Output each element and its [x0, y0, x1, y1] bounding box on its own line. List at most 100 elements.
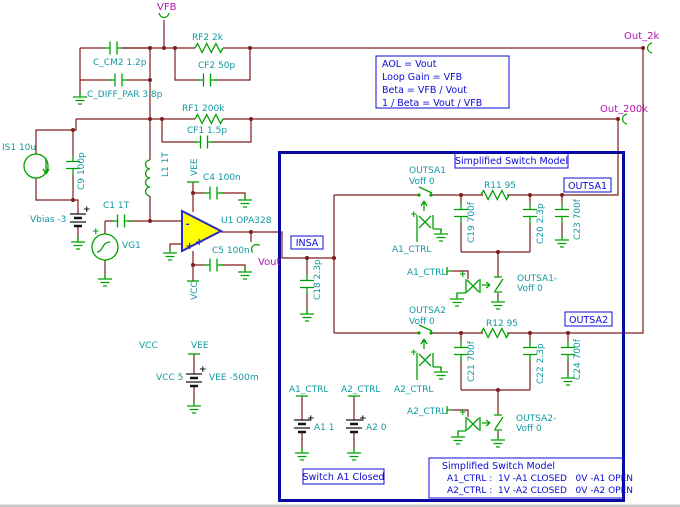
outsa2-jumper[interactable]: OUTSA2 [564, 311, 613, 327]
insa-label: INSA [296, 238, 319, 249]
rf2-label: RF2 2k [192, 33, 224, 43]
vfb-pin[interactable] [158, 12, 170, 19]
loop-box-line3: Beta = VFB / Vout [382, 85, 467, 96]
r12-resistor[interactable] [480, 327, 510, 339]
rf2-resistor[interactable] [194, 42, 224, 54]
cf2-capacitor[interactable] [196, 72, 218, 88]
outsa1-jumper[interactable]: OUTSA1 [563, 177, 612, 193]
switch-a1-closed-label: Switch A1 Closed [303, 472, 385, 483]
vcc-vee-battery[interactable] [184, 372, 204, 388]
wires-feedback-network[interactable] [76, 47, 644, 334]
r12-label: R12 95 [486, 319, 518, 329]
ground-a2[interactable] [346, 447, 362, 461]
c23-capacitor[interactable] [554, 202, 570, 224]
switch-model-outline-box[interactable] [278, 151, 625, 502]
rf1-resistor[interactable] [194, 113, 224, 125]
outsa1n-voff-label: Voff 0 [517, 284, 543, 294]
out-200k-pin[interactable] [621, 113, 628, 125]
switch-model-info-box[interactable]: Simplified Switch Model A1_CTRL : 1V -A1… [428, 457, 633, 499]
switch-outsa2-minus[interactable]: + [446, 406, 504, 435]
switch-outsa2[interactable]: + [410, 324, 442, 380]
rf1-label: RF1 200k [182, 104, 225, 114]
switch-model-title-box[interactable]: Simplified Switch Model [454, 151, 569, 169]
ground-vg1[interactable] [97, 273, 113, 287]
c9-label: C9 100p [77, 152, 87, 190]
switch-outsa1[interactable]: + [410, 186, 442, 242]
ground-c18[interactable] [299, 308, 315, 322]
sw2-ctrl-label: A2_CTRL [394, 385, 433, 395]
c20-capacitor[interactable] [522, 202, 538, 224]
sw2-ctrl-plus: + [410, 348, 418, 358]
sw2n-ctrl-label: A2_CTRL [407, 407, 446, 417]
vbias-battery[interactable] [68, 212, 88, 228]
vee-pin-label: VEE [190, 158, 200, 176]
vg1-voltage-generator[interactable] [91, 233, 119, 261]
out-2k-pin[interactable] [646, 42, 653, 54]
a2-batt-label: A2 0 [366, 423, 387, 433]
out-2k-node-label[interactable]: Out_2k [624, 31, 659, 42]
c21-label: C21 700f [467, 340, 477, 382]
cf1-capacitor[interactable] [193, 134, 215, 150]
out-200k-node-label[interactable]: Out_200k [600, 104, 648, 115]
junction-dots [71, 46, 645, 392]
r11-resistor[interactable] [480, 189, 510, 201]
loop-gain-annotation-box[interactable]: AOL = Vout Loop Gain = VFB Beta = VFB / … [375, 55, 510, 109]
switch-a1-closed-box[interactable]: Switch A1 Closed [302, 468, 385, 485]
vout-pin[interactable] [248, 241, 261, 254]
c-diff-par-capacitor[interactable] [107, 72, 130, 88]
wires-switch-model[interactable] [333, 194, 569, 438]
c19-label: C19 700f [467, 201, 477, 243]
a2-plus-sign: + [359, 414, 367, 424]
c1-capacitor[interactable] [110, 213, 132, 229]
info-box-line1: A1_CTRL : 1V -A1 CLOSED 0V -A1 OPEN [447, 474, 633, 484]
c23-label: C23 700f [573, 198, 583, 240]
c18-capacitor[interactable] [299, 273, 315, 295]
c22-label: C22 2.3p [536, 343, 546, 384]
ground-c4[interactable] [237, 194, 253, 208]
is1-current-source[interactable] [23, 153, 50, 179]
c-cm2-capacitor[interactable] [102, 40, 125, 56]
ground-sw1n[interactable] [490, 296, 506, 310]
opamp-plus-sign2: + [195, 237, 203, 248]
sw1-ctrl-label: A1_CTRL [392, 245, 431, 255]
vout-node-label[interactable]: Vout [258, 257, 281, 268]
outsa1-jumper-label: OUTSA1 [568, 181, 607, 192]
ground-vbias[interactable] [70, 236, 86, 250]
opamp-u1[interactable]: - + + [181, 209, 224, 253]
c4-label: C4 100n [203, 173, 241, 183]
sw1-ctrl-plus: + [410, 210, 418, 220]
outsa1-voff-label: Voff 0 [409, 177, 435, 187]
ground-a1[interactable] [294, 447, 310, 461]
vcc-pin-label: VCC [190, 281, 200, 300]
vg1-plus-sign: + [92, 227, 100, 237]
outsa2-voff-label: Voff 0 [409, 317, 435, 327]
vee-batt-label: VEE -500m [209, 373, 259, 383]
outsa1-switch-label: OUTSA1 [409, 166, 446, 176]
info-box-line2: A2_CTRL : 1V -A2 CLOSED 0V -A2 OPEN [447, 486, 633, 496]
c19-capacitor[interactable] [453, 202, 469, 224]
ground-opamp-plus[interactable] [162, 247, 178, 261]
c4-capacitor[interactable] [202, 185, 225, 201]
insa-jumper[interactable]: INSA [290, 235, 324, 250]
vcc-batt-label: VCC 5 [156, 373, 183, 383]
vcc-rail-label: VCC [139, 341, 158, 351]
sw1n-ctrl-plus: + [459, 270, 467, 280]
info-box-title: Simplified Switch Model [442, 461, 555, 472]
switch-outsa1-minus[interactable]: + [446, 267, 504, 297]
c-diff-par-label: C_DIFF_PAR 3.8p [87, 90, 163, 100]
ground-sw2n[interactable] [490, 434, 506, 448]
vfb-node-label[interactable]: VFB [157, 2, 177, 13]
wires-supply-sources[interactable] [193, 354, 355, 451]
ground-supply[interactable] [186, 400, 202, 414]
outsa2-jumper-label: OUTSA2 [569, 315, 608, 326]
c22-capacitor[interactable] [522, 340, 538, 362]
ground-c5[interactable] [237, 266, 253, 280]
c5-capacitor[interactable] [202, 257, 225, 273]
sw1n-ctrl-label: A1_CTRL [407, 268, 446, 278]
l1-inductor[interactable] [144, 159, 151, 197]
window-bottom-edge [0, 504, 680, 507]
ground-c23[interactable] [554, 234, 570, 248]
c21-capacitor[interactable] [453, 340, 469, 362]
ground-input[interactable] [72, 91, 88, 105]
supply-plus-sign: + [199, 365, 207, 375]
